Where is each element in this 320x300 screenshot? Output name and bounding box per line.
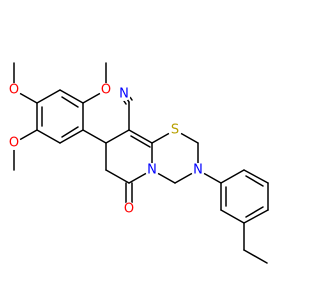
nitrile-nitrogen-label: N [119,87,129,102]
ring-bond-c9-c8a-double [130,135,151,148]
methoxy-left-oxygen-label: O [9,83,19,98]
ethylphenyl-double-3 [245,175,264,187]
molecule-structure: N S N N O O O O [7,62,269,264]
ethylphenyl-ring-6 [220,169,245,184]
bond-layer [13,62,269,264]
trimethoxy-double-1 [61,96,79,108]
ring-bond-c8-c9 [105,129,130,144]
methoxy-bottom-oxygen-label: O [9,136,19,151]
methoxy-top-oxygen-label: O [101,83,111,98]
ring-nitrogen-3-label: N [193,163,203,178]
atom-label-layer: N S N N O O O O [7,83,205,217]
ring-bond-c9-c8a [128,129,153,144]
carbonyl-oxygen-label: O [124,202,134,217]
ethyl-bond-2 [243,249,268,264]
ethylphenyl-ring-5 [243,169,269,184]
ethylphenyl-ring-3 [243,209,269,224]
ethylphenyl-double-2 [245,206,264,218]
trimethoxy-ring-3 [36,89,61,104]
trimethoxy-double-3 [61,126,79,138]
ring-nitrogen-4-label: N [147,163,157,178]
sulfur-label: S [171,123,179,138]
bond-c8-aryl [82,129,107,144]
trimethoxy-ring-6 [59,129,84,144]
trimethoxy-ring-2 [59,89,84,104]
ring-bond-c6-c7 [105,169,130,184]
ethylphenyl-ring-2 [220,209,245,224]
trimethoxy-ring-5 [36,129,61,144]
